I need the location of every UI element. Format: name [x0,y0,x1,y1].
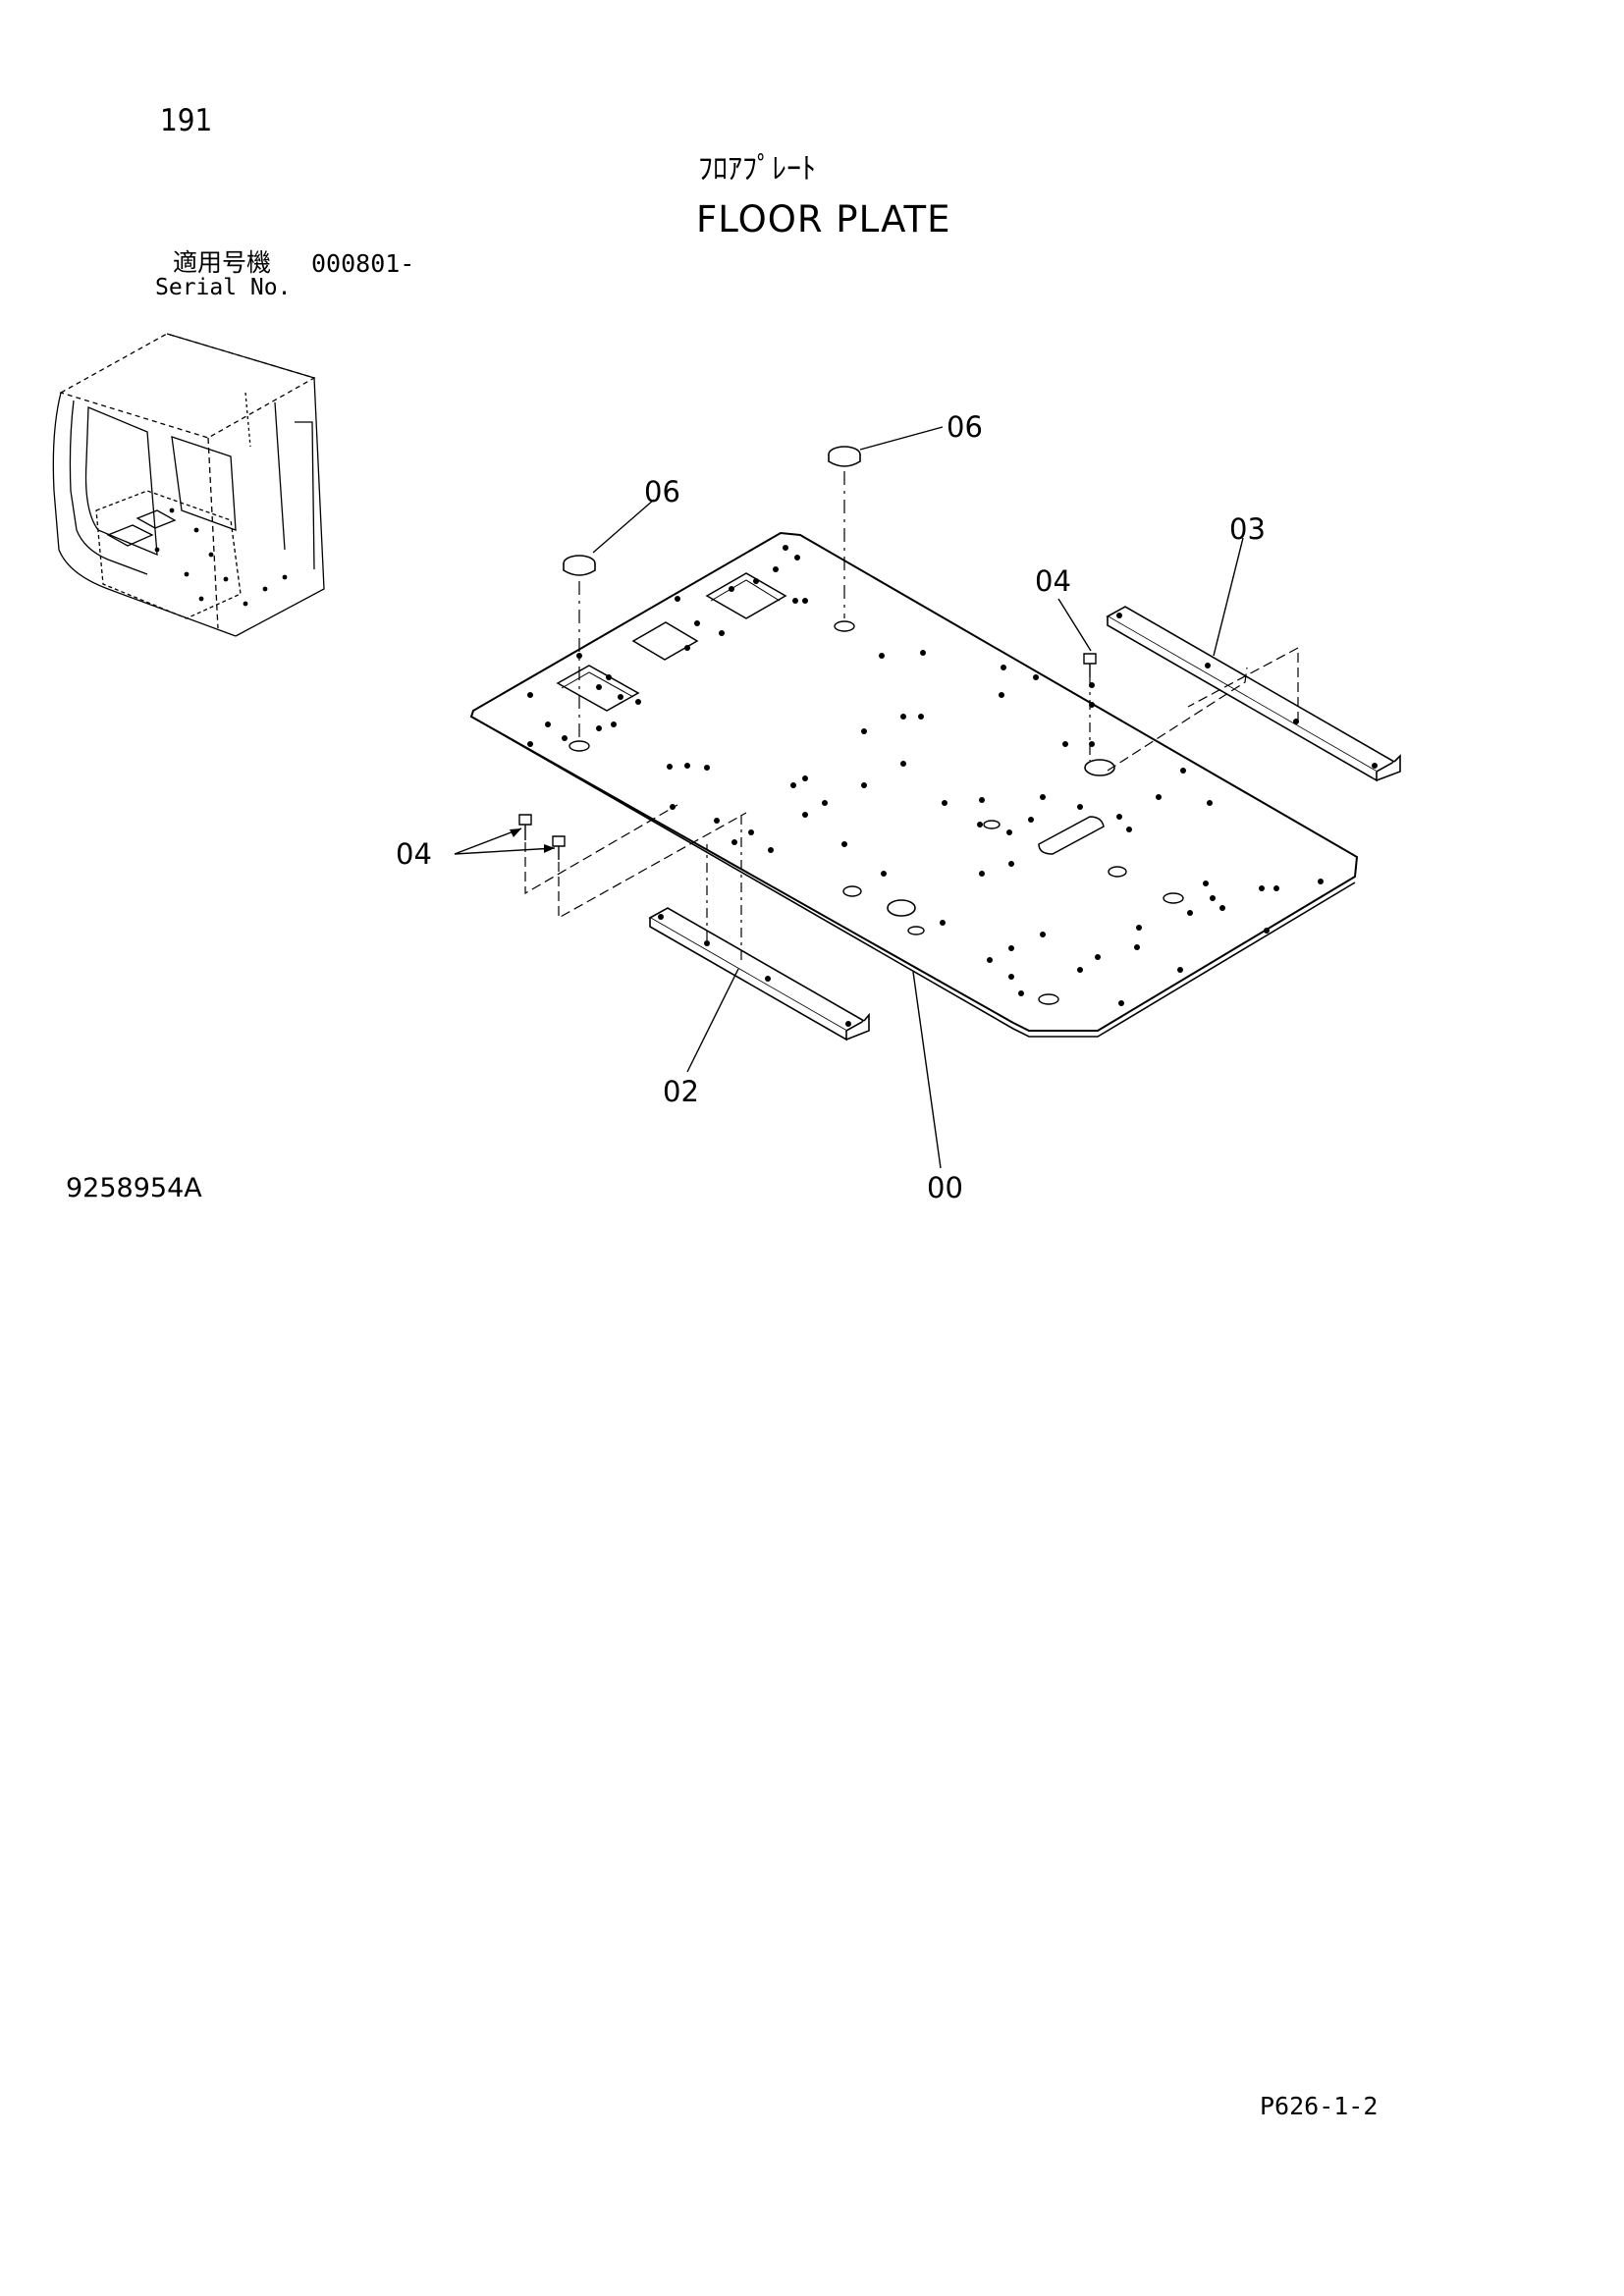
serial-range: 000801- [311,249,415,278]
leader-04-left-b [454,847,556,855]
cab-locator-thumbnail [52,333,325,637]
leader-03 [1213,537,1244,657]
part-label-06-left: 06 [644,475,680,508]
title-english: FLOOR PLATE [696,198,951,240]
part-label-02: 02 [663,1075,699,1108]
leader-04-right [1057,598,1092,652]
title-japanese: ﾌﾛｱﾌﾟﾚｰﾄ [698,152,816,187]
bolt-part-04-left-pair [518,804,747,920]
serial-label-english: Serial No. [155,275,292,300]
leader-04-left-a [454,828,522,855]
bracket-part-02 [648,815,870,1041]
leader-00 [912,971,942,1169]
leader-06-top [859,426,944,451]
serial-label-japanese: 適用号機 [173,248,272,277]
part-label-06-top: 06 [947,410,983,444]
leader-arrowheads [510,828,555,853]
sheet-code: P626-1-2 [1260,2092,1379,2120]
cap-part-06-top [828,446,861,618]
part-label-00: 00 [927,1171,963,1204]
leader-02 [686,968,739,1073]
bracket-part-03 [1106,606,1401,782]
page-number: 191 [160,103,213,138]
cap-part-06-left [563,555,596,738]
bolt-part-04-right [1083,653,1097,761]
part-label-04-left: 04 [396,837,432,871]
part-label-04-right: 04 [1035,564,1071,598]
floor-plate-part-00 [469,531,1359,1038]
leader-lines [454,426,1244,1169]
leader-06-left [592,499,655,554]
drawing-number: 9258954A [66,1173,202,1203]
part-label-03: 03 [1229,512,1266,546]
